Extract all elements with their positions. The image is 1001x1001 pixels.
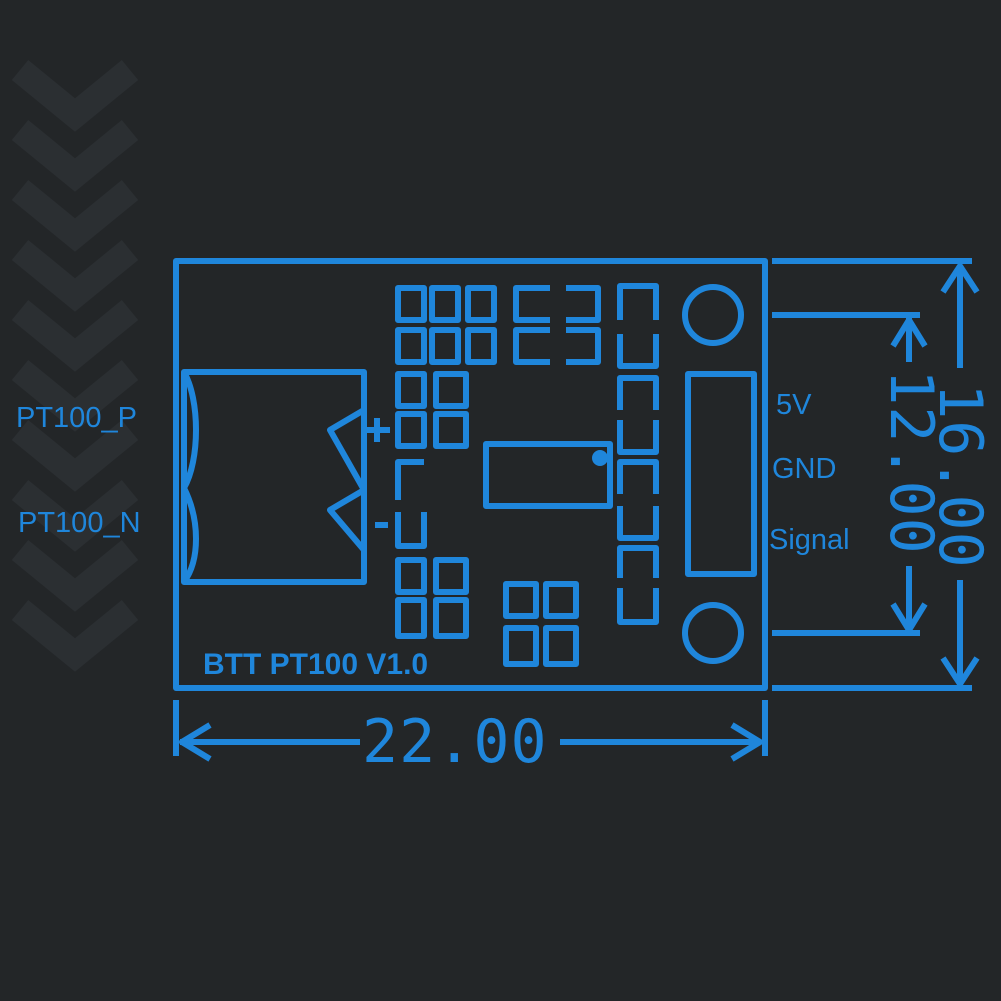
pin-signal-label: Signal — [769, 524, 850, 556]
board-name-label: BTT PT100 V1.0 — [203, 648, 429, 681]
pin-5v-label: 5V — [776, 389, 812, 421]
width-dimension-label: 22.00 — [362, 707, 548, 777]
inner-height-dimension-label: 12.00 — [876, 369, 946, 555]
connector-header — [685, 371, 757, 577]
resistor-column-right — [617, 283, 659, 625]
resistor-array-top — [395, 285, 601, 365]
terminal-clamp — [327, 372, 367, 582]
capacitor-pair — [503, 581, 579, 667]
board-outline — [173, 258, 768, 691]
pin-gnd-label: GND — [772, 453, 837, 485]
terminal-block — [181, 369, 367, 585]
pt100-n-label: PT100_N — [18, 507, 141, 539]
ic-chip — [483, 441, 613, 509]
pt100-p-label: PT100_P — [16, 402, 137, 434]
component-column-left — [395, 371, 469, 639]
mounting-hole-top — [682, 284, 744, 346]
mounting-hole-bottom — [682, 602, 744, 664]
